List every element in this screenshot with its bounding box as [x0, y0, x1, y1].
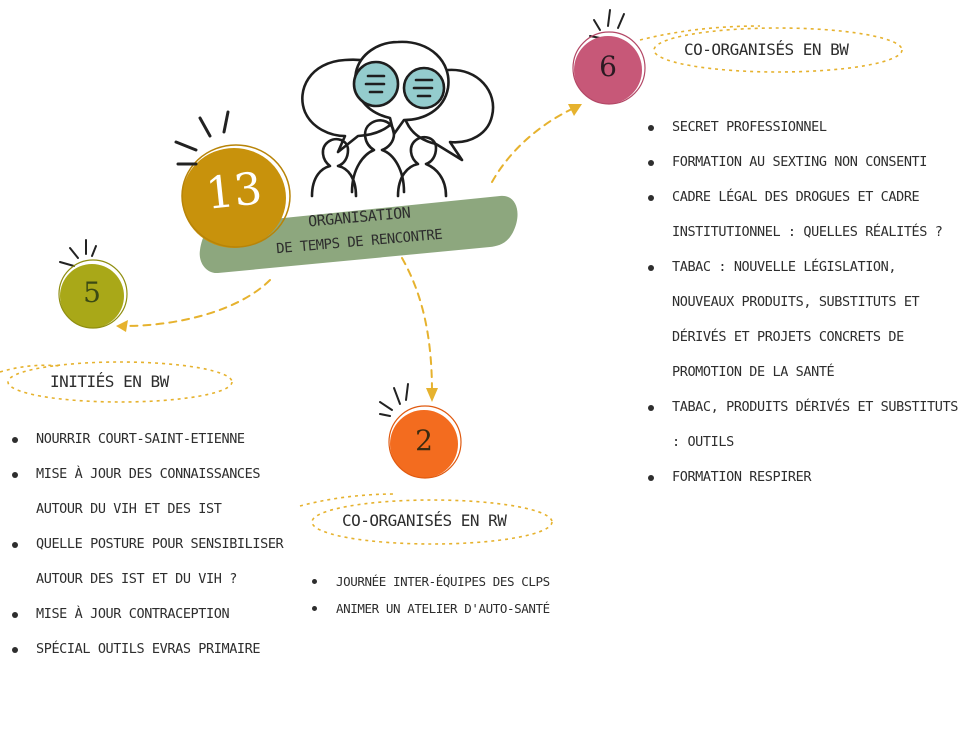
list-item: Nourrir Court-Saint-Etienne [10, 422, 286, 457]
node-5-badge [58, 259, 128, 329]
node-6-list: Secret professionnel Formation au sextin… [646, 110, 958, 495]
heading-ovals [0, 25, 903, 545]
node-5-heading: Initiés en BW [50, 372, 169, 391]
title-banner [199, 195, 518, 274]
node-2-heading: Co-organisés en RW [342, 511, 507, 530]
list-item: Quelle posture pour sensibiliser autour … [10, 527, 286, 597]
list-item: Cadre légal des drogues et cadre institu… [646, 180, 958, 250]
sparkle-icon [379, 383, 409, 417]
list-item: Animer un atelier d'auto-santé [310, 595, 600, 622]
node-6-count: 6 [599, 50, 617, 83]
node-2-count: 2 [415, 424, 433, 457]
meeting-people-icon [301, 40, 495, 198]
list-item: Spécial outils EVRAS primaire [10, 632, 286, 667]
list-item: Formation au sexting non consenti [646, 145, 958, 180]
list-item: Mise à jour des connaissances autour du … [10, 457, 286, 527]
list-item: Tabac : nouvelle législation, nouveaux p… [646, 250, 958, 390]
arrowhead-icon [116, 104, 582, 402]
list-item: Secret professionnel [646, 110, 958, 145]
list-item: Formation Respirer [646, 460, 958, 495]
node-6-badge [572, 31, 646, 105]
node-2-badge [388, 405, 462, 479]
sparkle-icon [59, 239, 97, 267]
center-count-badge [181, 144, 291, 248]
sparkle-icon [174, 110, 230, 166]
list-item: Journée inter-équipes des CLPS [310, 568, 600, 595]
node-5-list: Nourrir Court-Saint-Etienne Mise à jour … [10, 422, 286, 667]
list-item: Tabac, produits dérivés et substituts : … [646, 390, 958, 460]
node-6-heading: Co-organisés en BW [684, 40, 849, 59]
node-2-list: Journée inter-équipes des CLPS Animer un… [310, 568, 600, 622]
center-count: 13 [203, 163, 265, 220]
connector-arrows [123, 107, 575, 393]
node-5-count: 5 [83, 276, 101, 309]
list-item: Mise à jour contraception [10, 597, 286, 632]
